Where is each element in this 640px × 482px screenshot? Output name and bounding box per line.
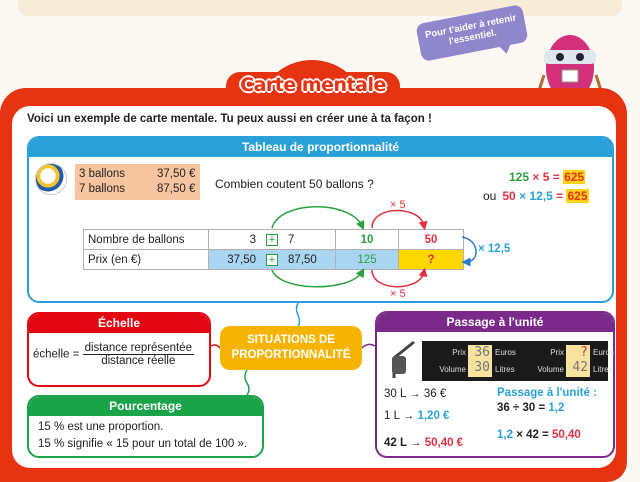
l2b: 1,20 € [417,410,450,422]
cell-value: 3 [249,233,256,246]
eq2-a: 50 [502,189,516,203]
robot-mascot-icon [534,35,606,110]
qty: 7 ballons [79,183,126,195]
pourcentage-line2: 15 % signifie « 15 pour un total de 100 … [38,438,248,450]
line-42l: 42 L → 50,40 € [384,437,463,449]
central-line2: PROPORTIONNALITÉ [231,349,351,361]
line-30l: 30 L → 36 € [384,388,447,400]
eq1-a: 125 [509,170,530,184]
echelle-lhs: échelle = [33,348,80,361]
passage-title: Passage à l'unité : [497,387,597,399]
numerator: distance représentée [82,342,194,355]
eq2-b: × 12,5 [519,189,553,203]
echelle-header: Échelle [29,314,209,333]
line-1l: 1 L → 1,20 € [384,410,449,422]
euros-label: Euros [593,348,614,357]
volume-label: Volume [537,365,564,374]
volume-value: 42 [572,360,588,375]
lcd: ?42 [566,345,590,377]
l3a: 42 L → [384,437,425,449]
prix-label: Prix [550,348,564,357]
central-node: SITUATIONS DE PROPORTIONNALITÉ [220,326,362,370]
times-12-5: × 12,5 [478,243,511,255]
cell-value: 87,50 [288,253,317,266]
equation-2: ou 50 × 12,5 = 625 [483,189,589,203]
c2c: 50,40 [552,429,581,441]
price: 37,50 € [157,168,196,180]
row-label: Prix (en €) [83,249,209,270]
eq2-result: 625 [566,189,589,203]
cell-value: 50 [398,229,464,250]
intro-text: Voici un exemple de carte mentale. Tu pe… [27,113,432,125]
c2a: 1,2 [497,429,513,441]
pourcentage-box: Pourcentage 15 % est une proportion. 15 %… [27,395,264,458]
prix-label: Prix [452,348,466,357]
times-5-top: × 5 [390,199,406,211]
qty: 3 ballons [79,168,126,180]
central-line1: SITUATIONS DE [247,334,335,346]
l2a: 1 L → [384,410,418,422]
c1b: 1,2 [548,402,565,414]
page-title: Carte mentale [240,74,386,96]
eq2-or: ou [483,189,497,203]
cell-unknown: ? [398,249,464,270]
eq1-op: × 5 = [532,170,560,184]
denominator: distance réelle [101,355,176,367]
litres-label: Litres [495,365,515,374]
cell-3-7: 3 +7 [208,229,336,250]
eq1-result: 625 [563,170,586,184]
calc-1: 36 ÷ 30 = 1,2 [497,402,564,414]
passage-unite-box: Passage à l'unité [375,311,615,458]
passage-header: Passage à l'unité [377,313,613,332]
volleyball-icon [35,163,67,195]
given-prices: 3 ballons 37,50 € 7 ballons 87,50 € [75,164,200,200]
times-5-bottom: × 5 [390,288,406,300]
previous-section-box [18,0,622,16]
proportion-table-box: Tableau de proportionnalité [27,136,614,303]
prix-value: 36 [474,345,490,360]
cell-value: 10 [335,229,399,250]
cell-value: 7 [288,233,295,246]
eq2-equals: = [556,189,564,203]
pourcentage-header: Pourcentage [29,397,262,416]
row-label: Nombre de ballons [83,229,209,250]
c1a: 36 ÷ 30 = [497,402,549,414]
cell-price-3-7: 37,50 +87,50 [208,249,336,270]
proportion-header: Tableau de proportionnalité [29,138,612,157]
volume-value: 30 [474,360,490,375]
question-text: Combien coutent 50 ballons ? [215,177,374,191]
litres-label: Litres [593,365,613,374]
volume-label: Volume [439,365,466,374]
pump-display-2: Prix Volume ?42 Euros Litres [520,341,614,381]
plus-icon: + [266,233,278,246]
euros-label: Euros [495,348,516,357]
prix-value: ? [580,345,588,360]
l3b: 50,40 € [424,437,464,449]
c2b: × 42 = [513,429,553,441]
cell-value: 125 [335,249,399,270]
pourcentage-line1: 15 % est une proportion. [38,421,164,433]
title-tab-base [226,72,400,102]
table-row: Nombre de ballons 3 +7 10 50 [83,229,464,250]
table-row: Prix (en €) 37,50 +87,50 125 ? [83,249,464,270]
cell-value: 37,50 [227,253,256,266]
proportion-table: Nombre de ballons 3 +7 10 50 Prix (en €) … [83,229,464,270]
calc-2: 1,2 × 42 = 50,40 [497,429,581,441]
equation-1: 125 × 5 = 625 [509,170,586,184]
price: 87,50 € [157,183,196,195]
fuel-nozzle-icon [392,340,415,378]
plus-icon: + [266,253,278,266]
